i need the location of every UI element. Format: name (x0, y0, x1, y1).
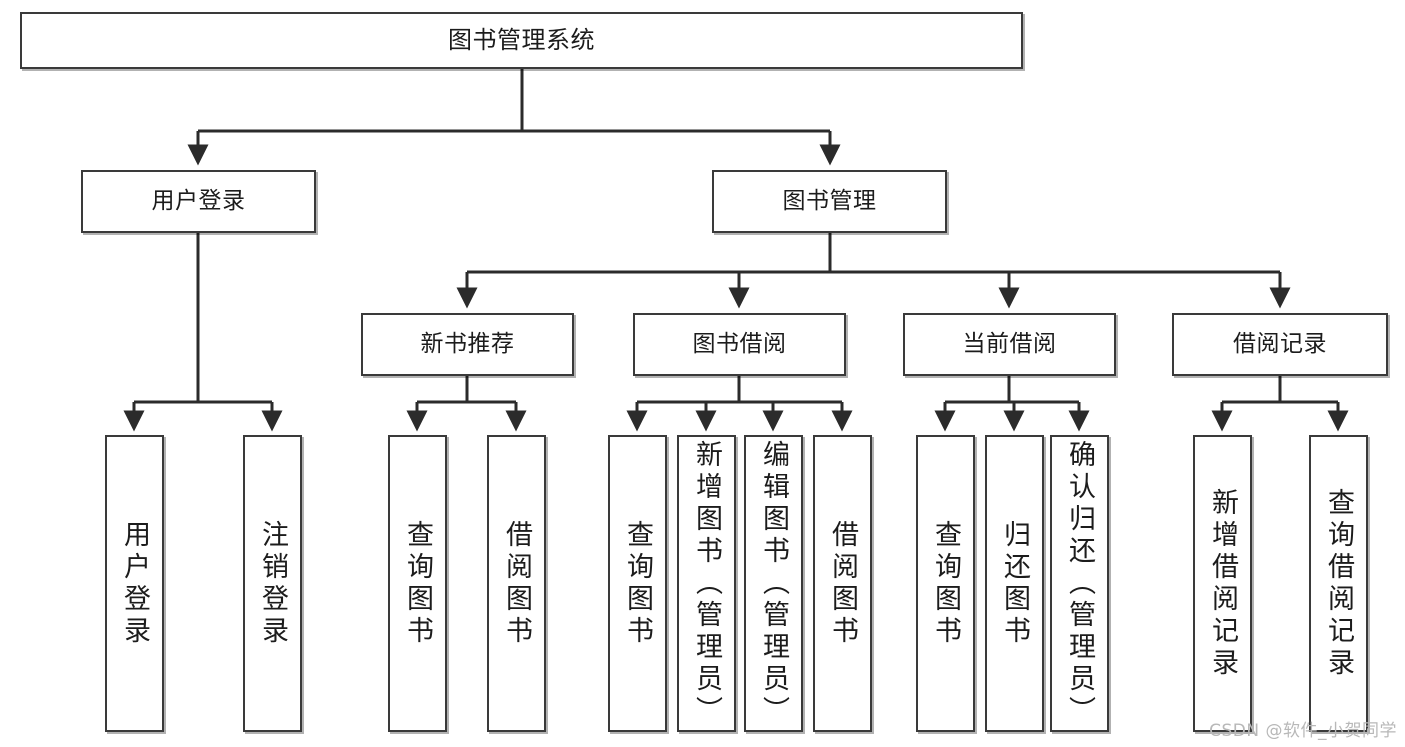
leaf-current-return-book[interactable]: 归还图书 (985, 435, 1044, 732)
node-borrow-record[interactable]: 借阅记录 (1172, 313, 1388, 376)
leaf-borrow-query-book[interactable]: 查询图书 (608, 435, 667, 732)
node-label: 新增图书（管理员） (691, 439, 722, 728)
node-label: 查询图书 (402, 519, 433, 648)
leaf-record-query[interactable]: 查询借阅记录 (1309, 435, 1368, 732)
leaf-current-query-book[interactable]: 查询图书 (916, 435, 975, 732)
node-label: 图书借阅 (692, 331, 787, 358)
node-label: 新书推荐 (420, 331, 515, 358)
node-book-borrow[interactable]: 图书借阅 (633, 313, 846, 376)
leaf-new-book-query[interactable]: 查询图书 (388, 435, 447, 732)
leaf-record-add[interactable]: 新增借阅记录 (1193, 435, 1252, 732)
node-label: 查询图书 (930, 519, 961, 648)
node-label: 编辑图书（管理员） (758, 439, 789, 728)
node-label: 借阅图书 (501, 519, 532, 648)
node-label: 查询借阅记录 (1323, 487, 1354, 680)
node-label: 用户登录 (119, 519, 150, 648)
node-label: 注销登录 (257, 519, 288, 648)
node-user-login[interactable]: 用户登录 (81, 170, 316, 233)
leaf-borrow-add-book[interactable]: 新增图书（管理员） (677, 435, 736, 732)
leaf-user-login-signout[interactable]: 注销登录 (243, 435, 302, 732)
node-label: 借阅记录 (1233, 331, 1327, 358)
leaf-current-confirm-return[interactable]: 确认归还（管理员） (1050, 435, 1109, 732)
node-label: 确认归还（管理员） (1064, 439, 1095, 728)
node-current-borrow[interactable]: 当前借阅 (903, 313, 1116, 376)
node-label: 图书管理系统 (448, 25, 595, 54)
node-label: 新增借阅记录 (1207, 487, 1238, 680)
leaf-user-login-signin[interactable]: 用户登录 (105, 435, 164, 732)
node-label: 归还图书 (999, 519, 1030, 648)
node-label: 用户登录 (151, 188, 246, 215)
node-label: 查询图书 (622, 519, 653, 648)
node-new-book-recommend[interactable]: 新书推荐 (361, 313, 574, 376)
leaf-borrow-edit-book[interactable]: 编辑图书（管理员） (744, 435, 803, 732)
node-label: 图书管理 (782, 188, 877, 215)
node-root-system[interactable]: 图书管理系统 (20, 12, 1023, 69)
leaf-new-book-borrow[interactable]: 借阅图书 (487, 435, 546, 732)
node-label: 当前借阅 (962, 331, 1057, 358)
node-book-management[interactable]: 图书管理 (712, 170, 947, 233)
leaf-borrow-borrow-book[interactable]: 借阅图书 (813, 435, 872, 732)
node-label: 借阅图书 (827, 519, 858, 648)
